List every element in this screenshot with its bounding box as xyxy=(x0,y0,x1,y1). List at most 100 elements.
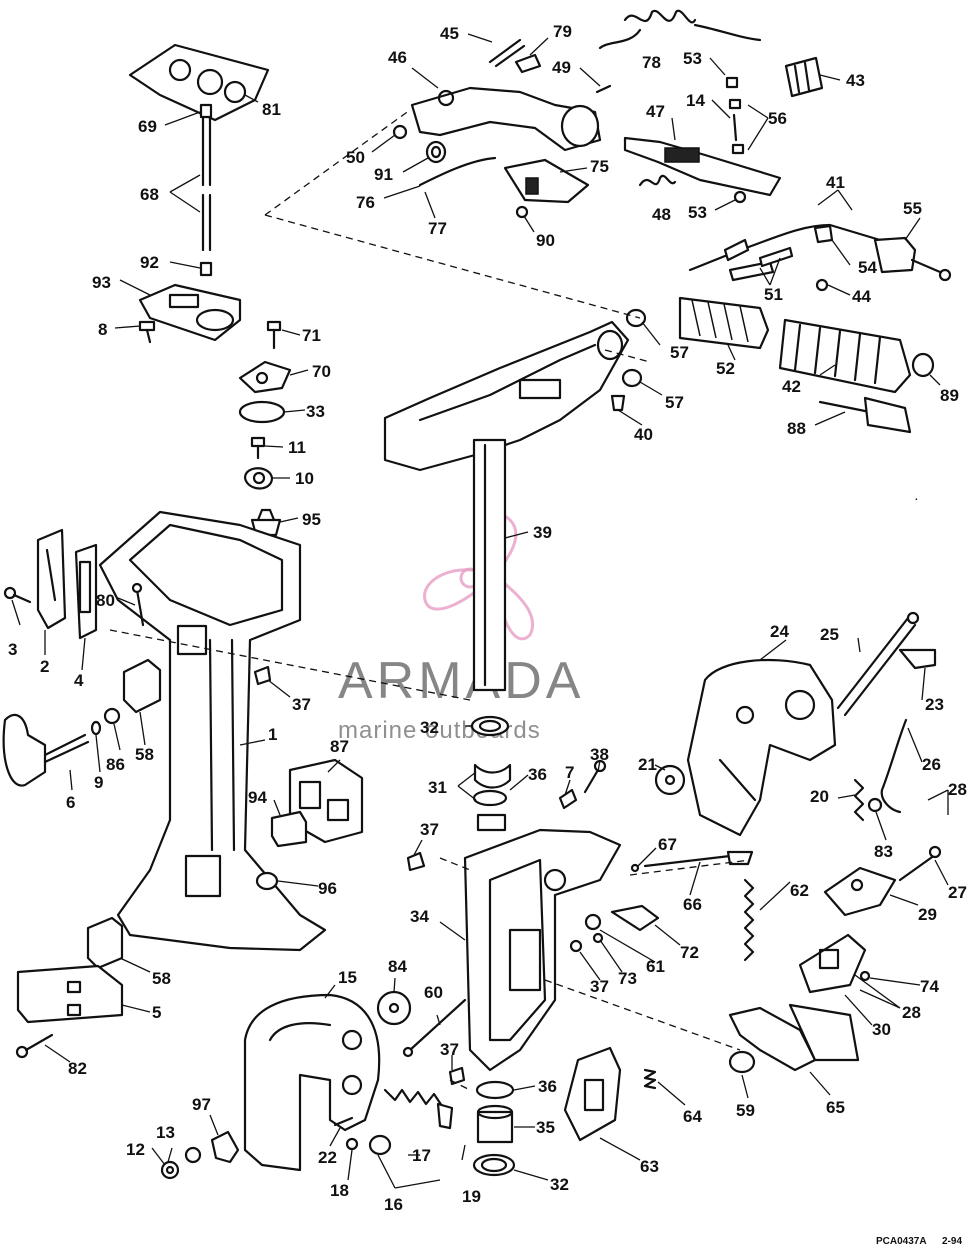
part-spring-64 xyxy=(643,1068,657,1090)
part-plate-93 xyxy=(138,283,242,342)
part-washer-57a xyxy=(625,308,647,328)
callout-26: 26 xyxy=(922,755,941,774)
callout-86: 86 xyxy=(106,755,125,774)
callout-48: 48 xyxy=(652,205,671,224)
callout-91: 91 xyxy=(374,165,393,184)
callout-37a: 37 xyxy=(292,695,311,714)
part-rod-88 xyxy=(818,396,912,434)
callout-97: 97 xyxy=(192,1095,211,1114)
part-pad-58a xyxy=(122,658,162,714)
callout-92: 92 xyxy=(140,253,159,272)
callout-35: 35 xyxy=(536,1118,555,1137)
part-lever-6 xyxy=(2,713,90,787)
part-spring-48 xyxy=(638,174,677,187)
stray-mark: . xyxy=(915,492,918,503)
part-block-54 xyxy=(813,224,834,244)
part-latch-23 xyxy=(898,648,937,670)
diagram-code: PCA0437A xyxy=(876,1236,927,1247)
watermark: ARMADA marine outboards xyxy=(338,513,580,744)
part-spring-62 xyxy=(743,878,755,962)
part-spacer-53a xyxy=(725,76,739,89)
watermark-tagline: marine outboards xyxy=(338,717,541,744)
callout-66: 66 xyxy=(683,895,702,914)
part-thrust-21 xyxy=(654,764,686,796)
callout-32b: 32 xyxy=(550,1175,569,1194)
part-switch-75 xyxy=(503,158,590,204)
callout-89: 89 xyxy=(940,386,959,405)
part-bushing-56 xyxy=(728,98,745,155)
callout-6: 6 xyxy=(66,793,75,812)
part-washer-91 xyxy=(425,140,447,164)
callout-1: 1 xyxy=(268,725,277,744)
part-washer-73 xyxy=(592,932,604,944)
part-rod-68 xyxy=(199,103,213,277)
callout-60: 60 xyxy=(424,983,443,1002)
part-grip-55 xyxy=(873,236,952,282)
part-cable-41 xyxy=(688,223,882,272)
callout-28b: 28 xyxy=(902,1003,921,1022)
part-screw-44 xyxy=(815,278,829,292)
part-housing-1 xyxy=(98,510,327,952)
part-pin-74 xyxy=(859,970,871,982)
callout-72: 72 xyxy=(680,943,699,962)
part-tube-39 xyxy=(472,438,507,692)
callout-52: 52 xyxy=(716,359,735,378)
callout-49: 49 xyxy=(552,58,571,77)
part-bolt-82 xyxy=(15,1033,54,1059)
part-lanyard-78 xyxy=(598,9,762,50)
callout-62: 62 xyxy=(790,881,809,900)
callout-68: 68 xyxy=(140,185,159,204)
part-bolt-71 xyxy=(266,320,282,350)
part-link-79 xyxy=(514,53,542,74)
part-grip-42 xyxy=(778,318,912,394)
part-bolt-38 xyxy=(583,759,607,794)
callout-13: 13 xyxy=(156,1123,175,1142)
part-nut-12 xyxy=(160,1160,180,1180)
callout-21: 21 xyxy=(638,755,657,774)
callout-80: 80 xyxy=(96,591,115,610)
part-bolt-25 xyxy=(836,611,920,717)
callout-28a: 28 xyxy=(948,780,967,799)
callout-18: 18 xyxy=(330,1181,349,1200)
part-swivel-34 xyxy=(463,828,622,1072)
callout-54: 54 xyxy=(858,258,877,277)
callout-39: 39 xyxy=(533,523,552,542)
callout-88: 88 xyxy=(787,419,806,438)
callout-4: 4 xyxy=(74,671,84,690)
callout-40: 40 xyxy=(634,425,653,444)
assembly-dashed-lines xyxy=(109,109,751,1091)
callout-14: 14 xyxy=(686,91,705,110)
callout-58b: 58 xyxy=(152,969,171,988)
part-pin-49 xyxy=(595,84,612,94)
callout-16: 16 xyxy=(384,1195,403,1214)
callout-7: 7 xyxy=(565,763,574,782)
part-bolt-27 xyxy=(898,845,942,882)
part-screw-22 xyxy=(333,1116,354,1127)
callout-29: 29 xyxy=(918,905,937,924)
callout-58a: 58 xyxy=(135,745,154,764)
part-nut-50 xyxy=(392,124,408,140)
part-lever-63 xyxy=(563,1046,622,1142)
callout-9: 9 xyxy=(94,773,103,792)
part-screw-18 xyxy=(345,1137,359,1151)
part-spring-7 xyxy=(558,788,578,810)
callout-74: 74 xyxy=(920,977,939,996)
part-plate-81 xyxy=(128,43,270,122)
leader-lines xyxy=(11,33,949,1189)
callout-labels: 1 2 3 4 5 6 7 8 9 10 11 12 13 14 15 16 1… xyxy=(8,22,967,1214)
callout-90: 90 xyxy=(536,231,555,250)
part-bracket-70 xyxy=(238,360,292,394)
part-wire-76 xyxy=(418,156,497,187)
callout-20: 20 xyxy=(810,787,829,806)
part-screw-90 xyxy=(515,205,529,219)
part-washer-36b xyxy=(475,1080,515,1100)
callout-87: 87 xyxy=(330,737,349,756)
part-block-94 xyxy=(270,810,308,848)
callout-77: 77 xyxy=(428,219,447,238)
callout-79: 79 xyxy=(553,22,572,41)
callout-15: 15 xyxy=(338,968,357,987)
callout-25: 25 xyxy=(820,625,839,644)
callout-37d: 37 xyxy=(440,1040,459,1059)
part-clamp-5 xyxy=(16,964,124,1024)
callout-46: 46 xyxy=(388,48,407,67)
